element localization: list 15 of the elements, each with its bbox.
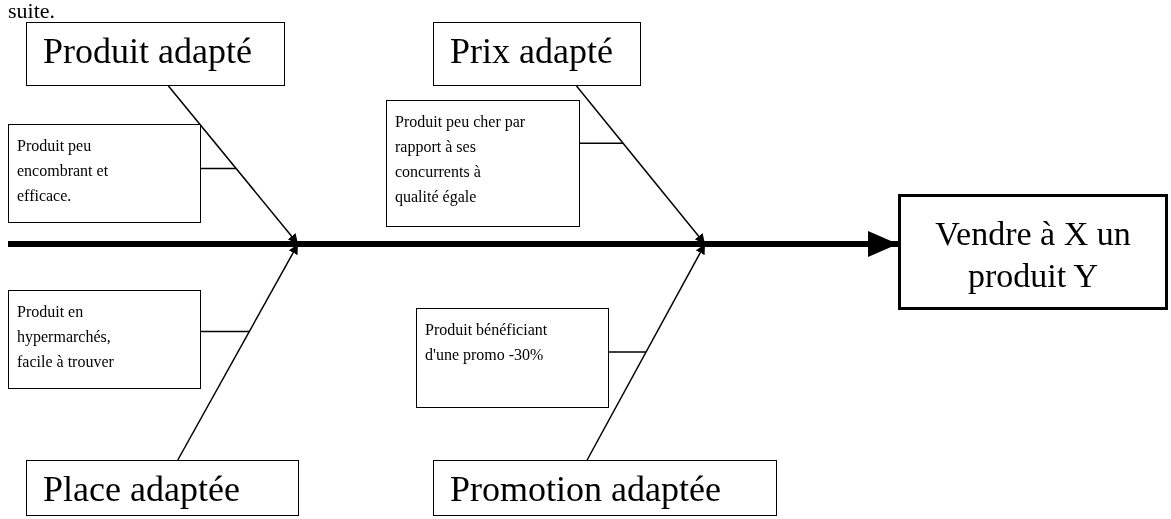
effect-box: Vendre à X un produit Y (898, 194, 1168, 310)
note-box: Produit peu encombrant et efficace. (8, 124, 201, 223)
note-box: Produit bénéficiant d'une promo -30% (416, 308, 609, 408)
leader-line (579, 142, 624, 144)
leader-line (608, 351, 647, 353)
arrow (8, 231, 898, 257)
text-fragment: suite. (8, 0, 56, 22)
cause-box: Prix adapté (433, 22, 641, 86)
note-box: Produit en hypermarchés, facile à trouver (8, 290, 201, 389)
leader-line (200, 330, 250, 333)
cause-box: Produit adapté (26, 22, 285, 86)
leader-line (200, 167, 237, 170)
cause-box: Promotion adaptée (433, 460, 777, 516)
cause-box: Place adaptée (26, 460, 299, 516)
note-box: Produit peu cher par rapport à ses concurrents à qualité égale (386, 100, 580, 227)
